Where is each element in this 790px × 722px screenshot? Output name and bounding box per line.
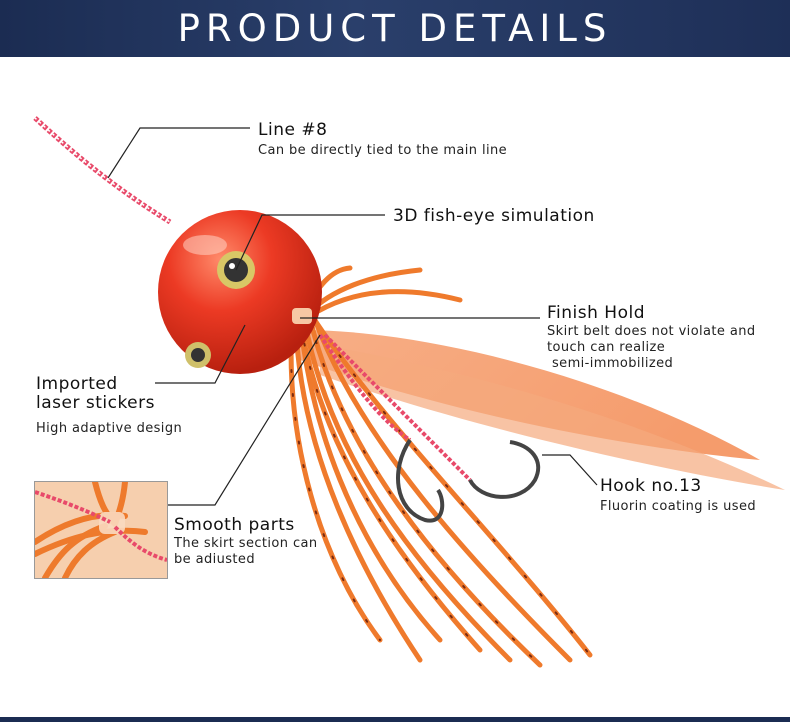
jig-illustration <box>33 116 785 668</box>
jig-head <box>158 210 322 374</box>
callout-title: Smooth parts <box>174 515 295 535</box>
eye-callout-line <box>235 214 385 271</box>
skirt-closeup-photo <box>34 481 168 579</box>
callout-laser-stickers: Imported laser stickers High adaptive de… <box>36 375 182 437</box>
smooth-callout-line <box>168 334 321 506</box>
callout-desc: High adaptive design <box>36 421 183 436</box>
callout-desc: be adiusted <box>174 552 255 567</box>
callout-desc: Skirt belt does not violate and <box>547 324 756 339</box>
callout-desc: Fluorin coating is used <box>600 499 756 514</box>
callout-eye: 3D fish-eye simulation <box>393 207 595 226</box>
callout-title: laser stickers <box>36 393 155 413</box>
callout-smooth-parts: Smooth parts The skirt section can be ad… <box>174 516 318 568</box>
hook-left <box>396 438 445 523</box>
page-title: PRODUCT DETAILS <box>177 7 613 50</box>
hook-callout-line <box>542 454 598 486</box>
callout-line: Line #8 Can be directly tied to the main… <box>258 121 507 159</box>
callout-hook: Hook no.13 Fluorin coating is used <box>600 477 756 515</box>
callout-desc: semi-immobilized <box>552 356 674 371</box>
callout-desc: Can be directly tied to the main line <box>258 143 508 158</box>
callout-title: Line #8 <box>258 120 328 140</box>
laser-callout-line <box>155 324 246 384</box>
skirt-strands <box>288 265 593 668</box>
callout-title: 3D fish-eye simulation <box>393 206 595 226</box>
callout-title: Finish Hold <box>547 303 645 323</box>
callout-title: Hook no.13 <box>600 476 702 496</box>
header-banner: PRODUCT DETAILS <box>0 0 790 57</box>
line-callout-line <box>107 127 250 179</box>
closeup-illustration <box>35 482 167 578</box>
callout-desc: The skirt section can <box>174 536 318 551</box>
hook-right <box>468 440 541 499</box>
callout-finish-hold: Finish Hold Skirt belt does not violate … <box>547 304 756 372</box>
callout-title: Imported <box>36 374 118 394</box>
braided-line <box>33 116 172 225</box>
bottom-rule <box>0 717 790 722</box>
callout-desc: touch can realize <box>547 340 666 355</box>
